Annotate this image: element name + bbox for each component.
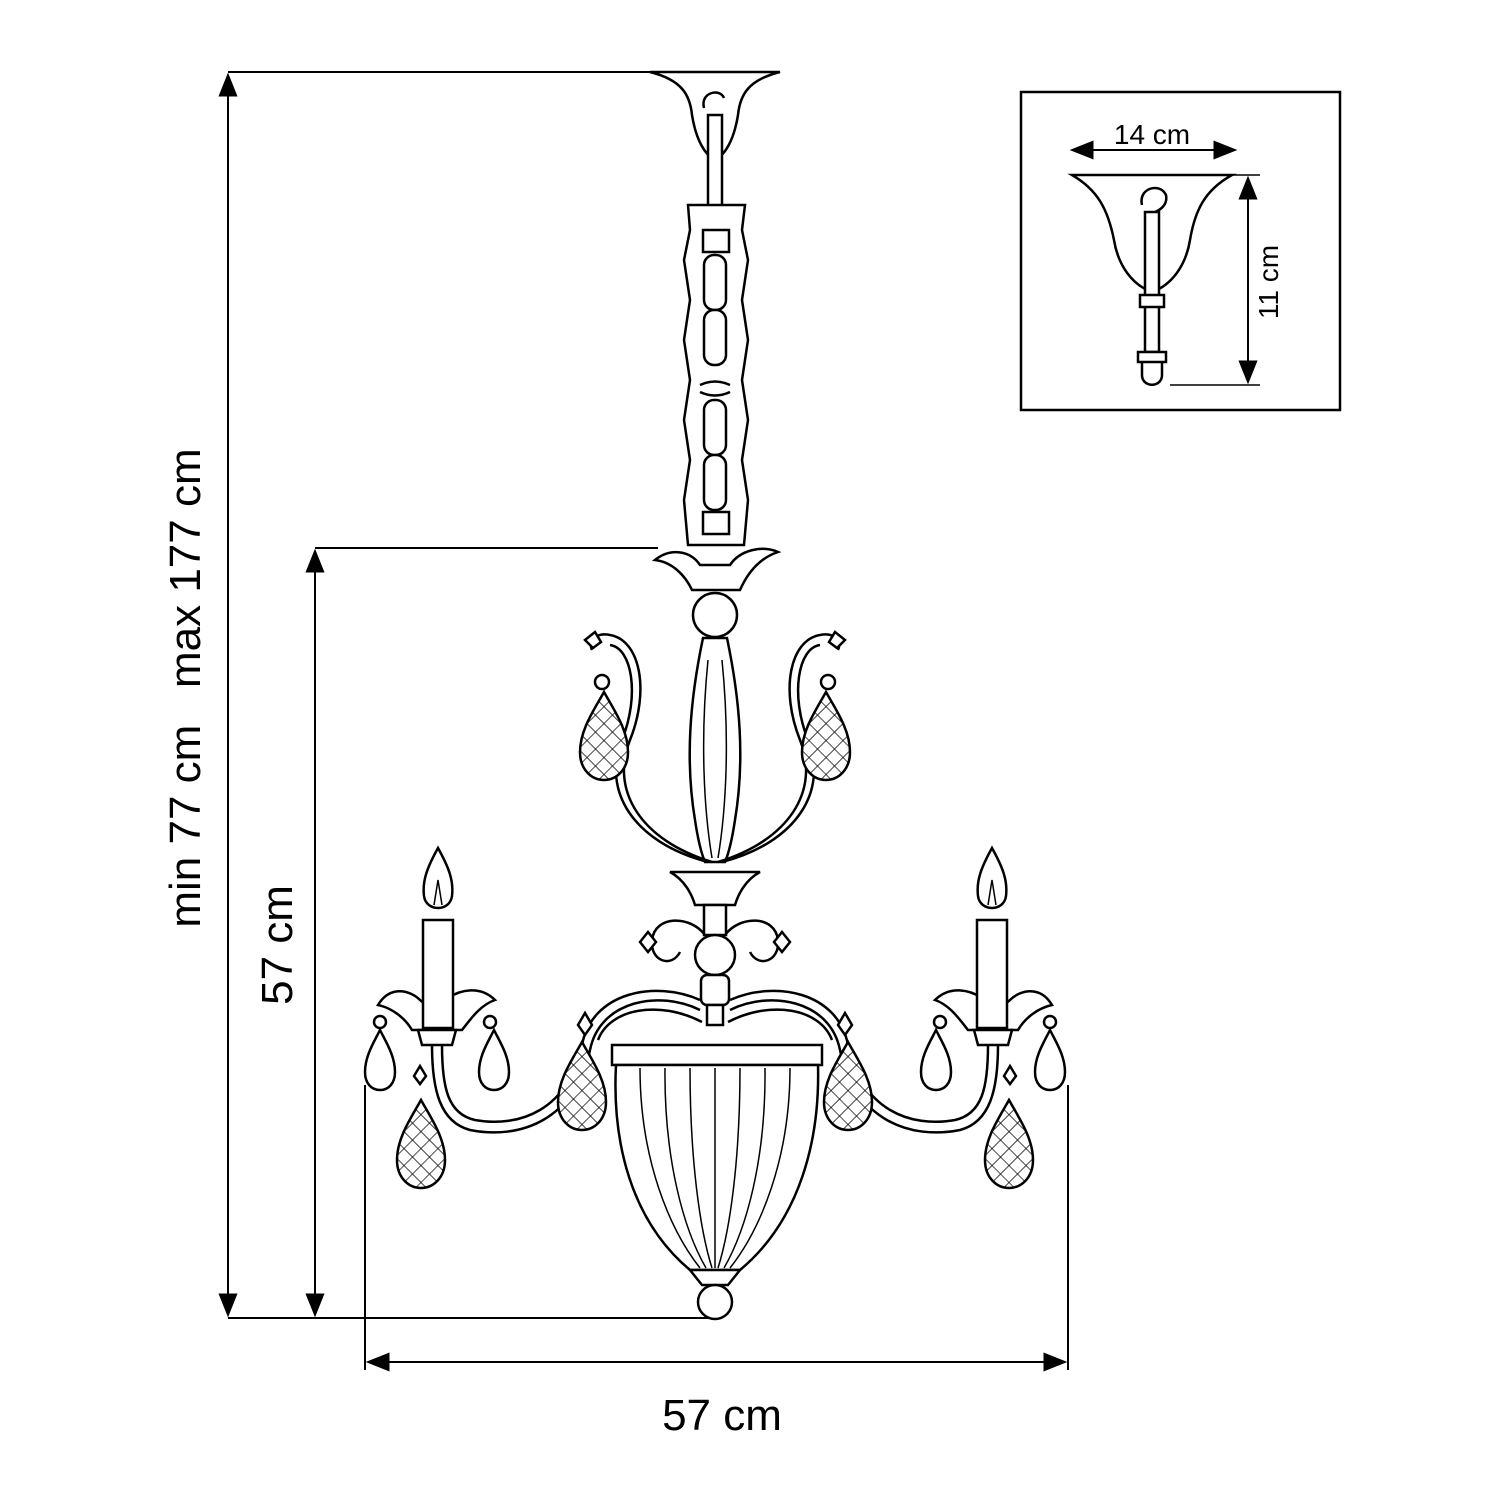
- canopy-width-label: 14 cm: [1114, 119, 1190, 150]
- width-label: 57 cm: [662, 1391, 782, 1440]
- canopy-height-label: 11 cm: [1253, 245, 1284, 319]
- body-height-label: 57 cm: [253, 885, 302, 1005]
- overall-height-dimension: [218, 71, 715, 1319]
- width-dimension: [364, 1085, 1069, 1372]
- chandelier-illustration: [365, 70, 1065, 1321]
- body-height-dimension: [305, 547, 658, 1318]
- overall-height-label: min 77 cm max 177 cm: [161, 448, 210, 927]
- canopy-inset: [1019, 90, 1342, 412]
